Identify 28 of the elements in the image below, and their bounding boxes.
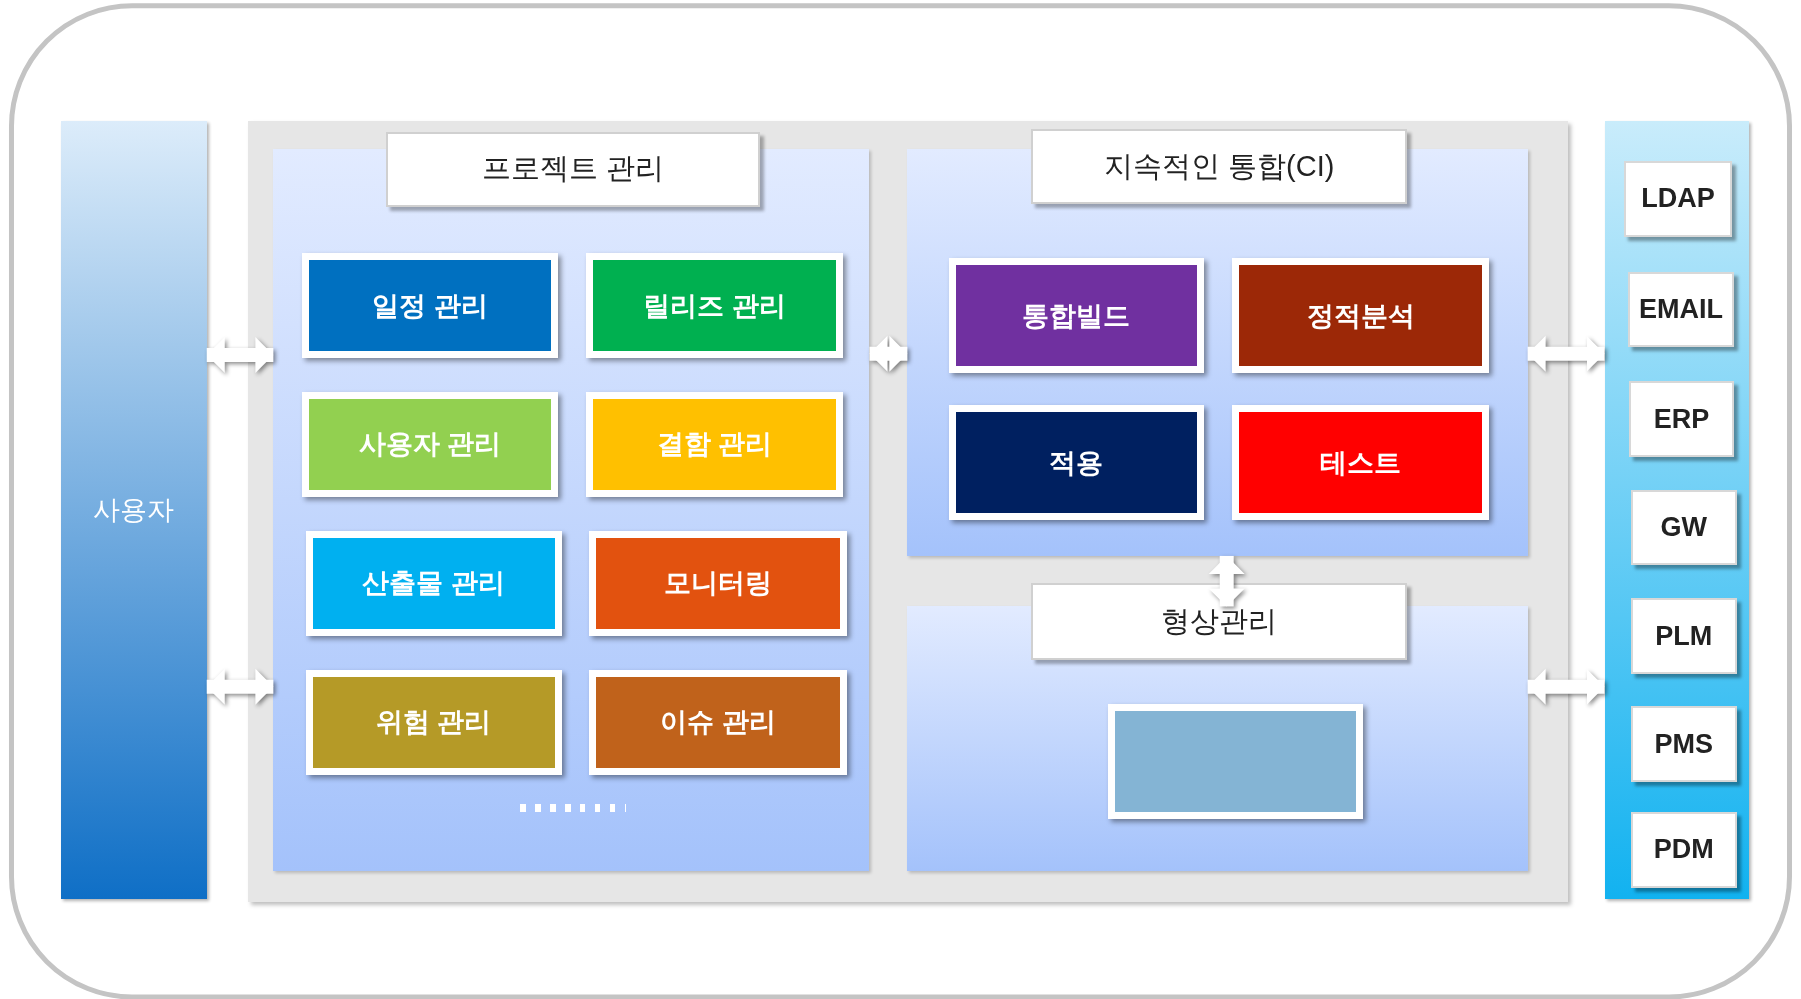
system-box: PDM: [1631, 812, 1737, 888]
system-box: PMS: [1631, 706, 1737, 783]
module-box: 위험 관리: [305, 669, 562, 776]
module-box: 사용자 관리: [302, 391, 559, 498]
module-box: 테스트: [1232, 405, 1489, 521]
module-box: 릴리즈 관리: [585, 252, 844, 359]
system-box: LDAP: [1624, 160, 1733, 237]
system-box: ERP: [1628, 381, 1735, 458]
double-arrow: [869, 335, 908, 372]
module-box: 산출물 관리: [305, 530, 562, 637]
panel-title: 프로젝트 관리: [385, 132, 761, 207]
panel-title: 지속적인 통합(CI): [1031, 128, 1407, 205]
module-box: 통합빌드: [948, 258, 1204, 374]
module-box: 적용: [948, 405, 1204, 521]
system-box: EMAIL: [1627, 272, 1735, 347]
panel-title: 형상관리: [1031, 583, 1407, 661]
system-box: PLM: [1631, 598, 1737, 675]
user-bar: 사용자: [60, 120, 207, 900]
module-box: 결함 관리: [585, 391, 844, 498]
module-box: 일정 관리: [302, 252, 559, 359]
double-arrow: [206, 336, 274, 373]
module-box: 모니터링: [589, 530, 847, 637]
module-box: 정적분석: [1232, 258, 1489, 374]
module-box: [1108, 704, 1364, 819]
system-bar: [1604, 120, 1750, 900]
system-box: GW: [1631, 490, 1737, 566]
double-arrow: [206, 668, 274, 705]
module-box: 이슈 관리: [589, 669, 847, 776]
